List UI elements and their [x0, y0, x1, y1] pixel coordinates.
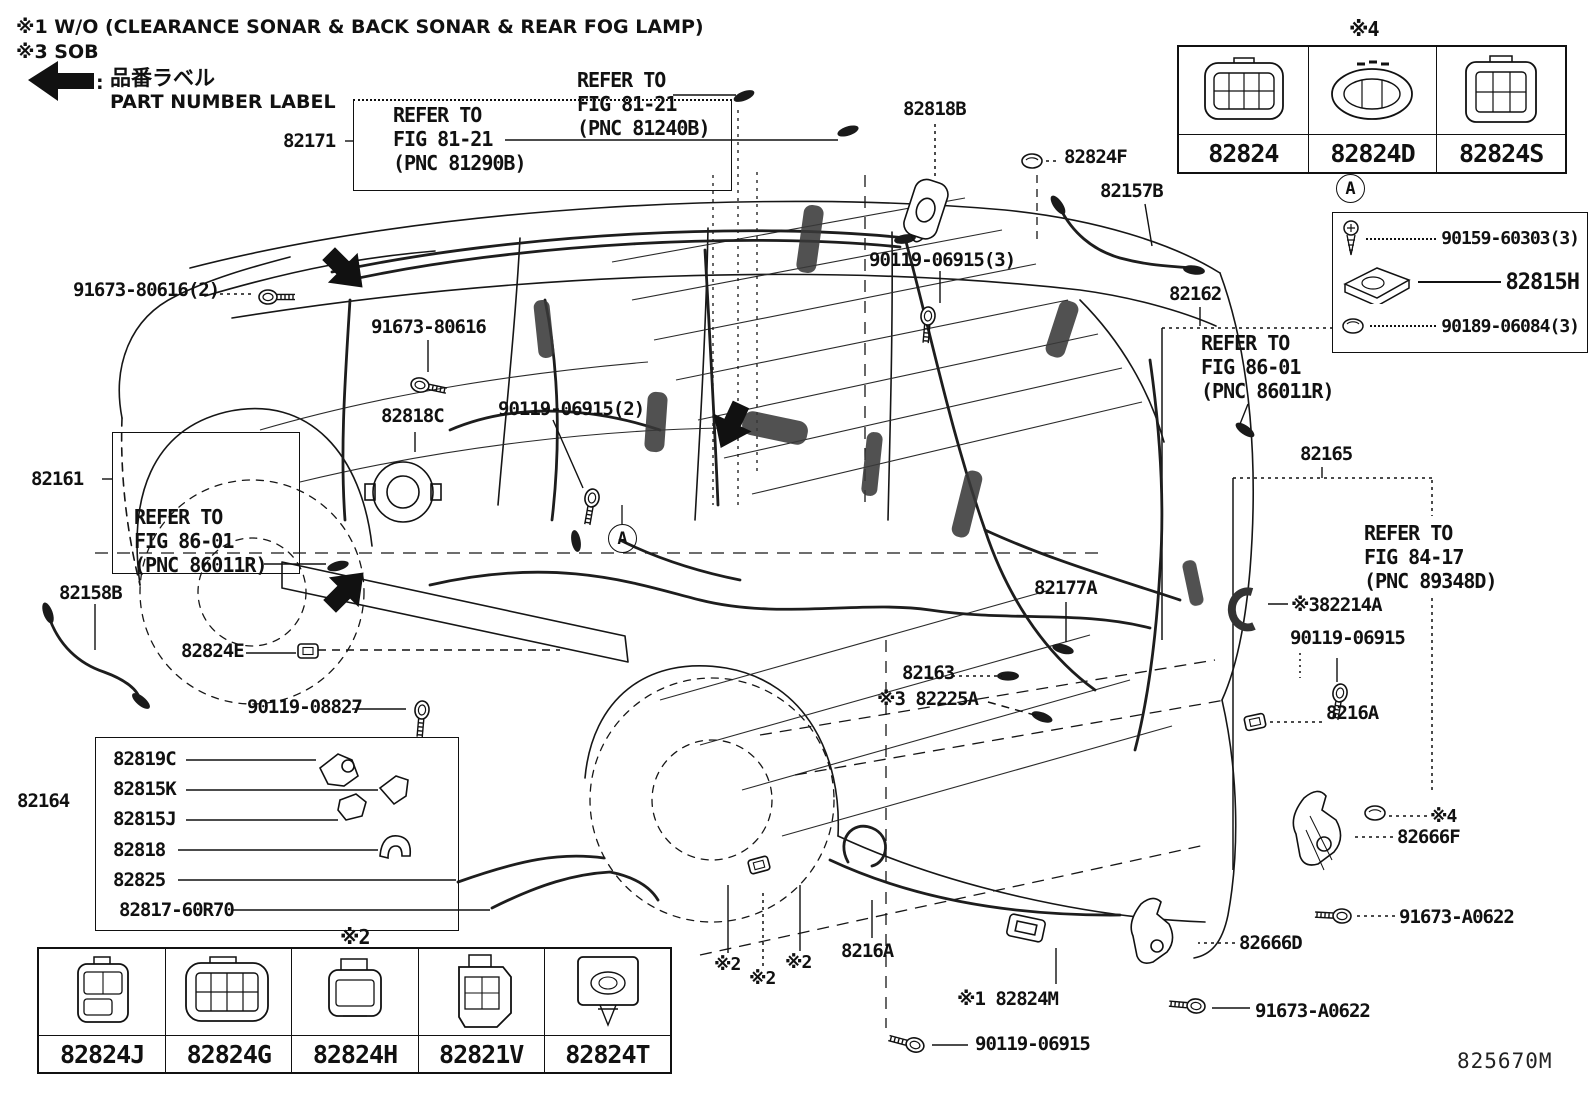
detail-part-90159-60303: 90159-60303(3)	[1441, 228, 1580, 250]
part-label-82819C: 82819C	[113, 748, 177, 770]
screw-icon	[1343, 220, 1359, 255]
part-label-82818: 82818	[113, 839, 166, 861]
license-lamp-icon	[1343, 267, 1411, 305]
grommet-icon	[1342, 318, 1364, 334]
part-label-82165: 82165	[1300, 443, 1353, 465]
direction-arrow-icon	[313, 238, 378, 303]
connector-label-82821V: 82821V	[417, 1035, 544, 1072]
note-w-o-clearance-sonar: ※1 W/O (CLEARANCE SONAR & BACK SONAR & R…	[16, 16, 704, 38]
connector-label-82824H: 82824H	[291, 1035, 418, 1072]
part-label-82815J: 82815J	[113, 808, 177, 830]
connector-icon-82824H	[291, 949, 417, 1035]
connector-label-82824J: 82824J	[39, 1035, 166, 1072]
part-label-91673-80616: 91673-80616	[371, 316, 487, 338]
part-label-82177A: 82177A	[1034, 577, 1098, 599]
part-label-82157B: 82157B	[1100, 180, 1164, 202]
part-label-82825: 82825	[113, 869, 166, 891]
part-label-90119-08827: 90119-08827	[247, 696, 363, 718]
connector-label-82824G: 82824G	[165, 1035, 292, 1072]
group-box-82164	[95, 737, 459, 931]
connector-table-bottom: 82824J 82824G 82824H 82821V 82824T	[37, 947, 672, 1074]
part-label-90119-06915-bottom: 90119-06915	[975, 1033, 1091, 1055]
leader-line	[1366, 237, 1437, 240]
legend-japanese-label: 品番ラベル	[110, 66, 215, 90]
connector-label-82824: 82824	[1179, 134, 1308, 172]
connector-label-82824S: 82824S	[1436, 134, 1565, 172]
part-label-82161: 82161	[31, 468, 84, 490]
detail-row-grommet: 90189-06084(3)	[1341, 306, 1580, 346]
part-label-82162: 82162	[1169, 283, 1222, 305]
bottom-table-note: ※2	[340, 925, 371, 949]
part-label-82815K: 82815K	[113, 778, 177, 800]
leader-line	[1370, 325, 1437, 328]
part-label-82818C: 82818C	[381, 405, 445, 427]
diagram-code: 825670M	[1457, 1049, 1553, 1073]
note-sob: ※3 SOB	[16, 41, 99, 63]
part-label-8216A-right: 8216A	[1326, 702, 1379, 724]
part-label-82171: 82171	[283, 130, 336, 152]
part-label-91673-80616-2: 91673-80616(2)	[73, 279, 220, 301]
part-label-82824E: 82824E	[181, 640, 245, 662]
mark-4-right: ※4	[1430, 806, 1457, 827]
part-number-label-arrow-icon	[28, 61, 94, 101]
part-label-82666F: 82666F	[1397, 826, 1461, 848]
connector-icon-82821V	[417, 949, 544, 1035]
part-label-90119-06915-2: 90119-06915(2)	[498, 398, 645, 420]
connector-table-top: 82824 82824D 82824S	[1177, 45, 1567, 174]
detail-part-90189-06084: 90189-06084(3)	[1441, 315, 1580, 337]
mark-2-b: ※2	[749, 968, 776, 989]
leader-line	[1418, 281, 1501, 284]
detail-row-lamp: 82815H	[1341, 262, 1580, 305]
part-label-82225A: ※3 82225A	[877, 688, 979, 710]
part-label-82158B: 82158B	[59, 582, 123, 604]
top-table-note: ※4	[1349, 17, 1380, 41]
connector-label-82824D: 82824D	[1307, 134, 1437, 172]
marker-circle-a-mid: A	[608, 524, 637, 553]
connector-label-82824T: 82824T	[543, 1035, 670, 1072]
connector-icon-82824S	[1436, 47, 1565, 134]
part-label-82164: 82164	[17, 790, 70, 812]
legend-colon: :	[96, 72, 104, 94]
refer-box-82171	[353, 99, 732, 191]
marker-circle-a-detail: A	[1336, 174, 1365, 203]
part-label-90119-06915-3: 90119-06915(3)	[869, 249, 1016, 271]
connector-icon-82824T	[543, 949, 670, 1035]
refer-box-82161	[112, 432, 300, 574]
connector-icon-82824G	[165, 949, 291, 1035]
part-label-82818B: 82818B	[903, 98, 967, 120]
connector-icon-82824D	[1307, 47, 1437, 134]
part-label-8216A-bottom: 8216A	[841, 940, 894, 962]
connector-icon-82824	[1179, 47, 1308, 134]
part-label-82214A: ※382214A	[1291, 594, 1383, 616]
detail-row-screw: 90159-60303(3)	[1341, 219, 1580, 259]
part-label-82163: 82163	[902, 662, 955, 684]
legend-english-label: PART NUMBER LABEL	[110, 91, 336, 113]
part-label-82666D: 82666D	[1239, 932, 1303, 954]
part-label-90119-06915-right: 90119-06915	[1290, 627, 1406, 649]
mark-2-a: ※2	[714, 954, 741, 975]
part-label-82824M: ※1 82824M	[957, 988, 1059, 1010]
part-label-82817-60R70: 82817-60R70	[119, 899, 235, 921]
mark-2-c: ※2	[785, 952, 812, 973]
part-label-91673-A0622-upper: 91673-A0622	[1399, 906, 1515, 928]
detail-part-82815H: 82815H	[1505, 269, 1580, 295]
part-label-91673-A0622-lower: 91673-A0622	[1255, 1000, 1371, 1022]
detail-box-a: 90159-60303(3) 82815H 90189-06084(3)	[1332, 212, 1588, 353]
part-label-82824F: 82824F	[1064, 146, 1128, 168]
direction-arrow-icon	[314, 557, 379, 622]
connector-icon-82824J	[39, 949, 165, 1035]
